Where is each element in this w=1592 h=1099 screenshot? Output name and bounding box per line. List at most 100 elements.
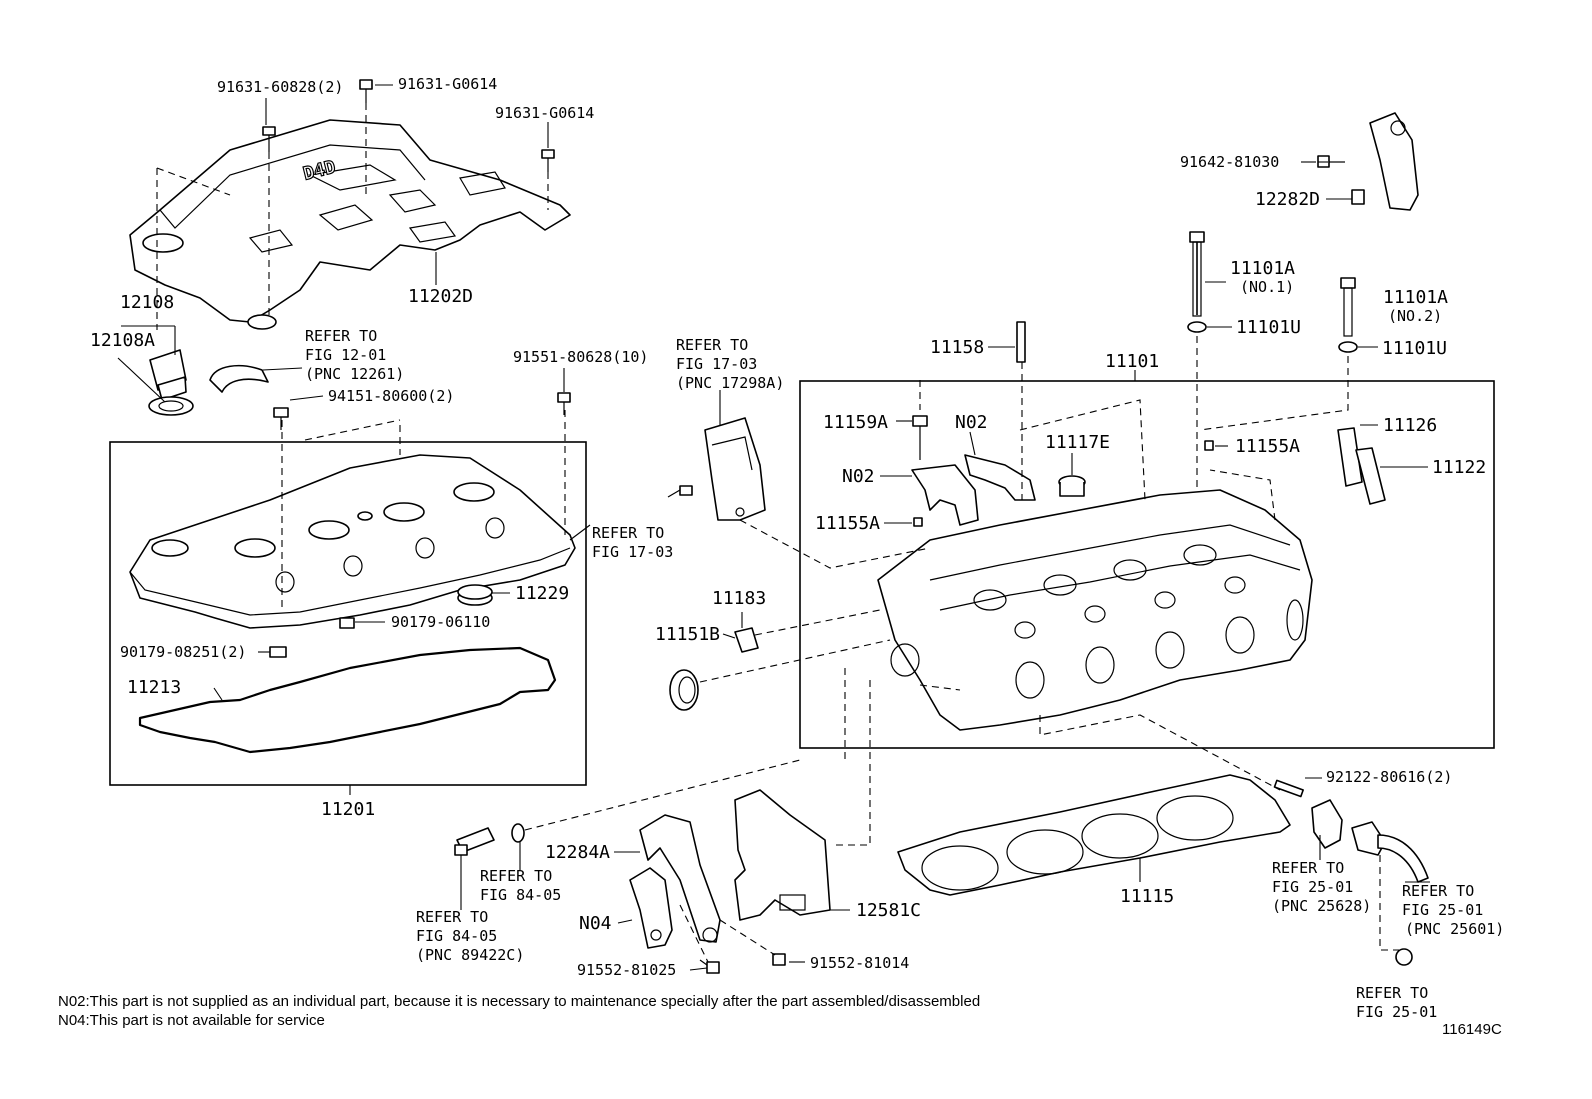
bolt-icon bbox=[1395, 948, 1413, 966]
timing-cover-12581c bbox=[734, 789, 831, 921]
gasket-25628 bbox=[1311, 799, 1343, 849]
label-11213: 11213 bbox=[127, 677, 181, 698]
egr-pipe bbox=[1351, 821, 1429, 883]
label-n02-a: N02 bbox=[955, 412, 988, 433]
label-n04: N04 bbox=[579, 913, 612, 934]
oil-seal-11151b bbox=[669, 669, 699, 711]
label-11101a-no2-sub: (NO.2) bbox=[1388, 307, 1442, 325]
bolt-icon bbox=[262, 79, 555, 172]
label-91552-81025: 91552-81025 bbox=[577, 961, 676, 979]
dowel-pin-icon bbox=[1204, 440, 1214, 451]
label-refer-25-01a-line3: (PNC 25628) bbox=[1272, 897, 1371, 915]
label-91552-81014: 91552-81014 bbox=[810, 954, 909, 972]
label-11201: 11201 bbox=[321, 799, 375, 820]
label-11115: 11115 bbox=[1120, 886, 1174, 907]
label-91631-g0614-b: 91631-G0614 bbox=[495, 104, 594, 122]
label-12284a: 12284A bbox=[545, 842, 610, 863]
label-11158: 11158 bbox=[930, 337, 984, 358]
label-12282d: 12282D bbox=[1255, 189, 1320, 210]
label-90179-06110: 90179-06110 bbox=[391, 613, 490, 631]
label-refer-25-01b-line1: REFER TO bbox=[1402, 882, 1474, 900]
breather-hose bbox=[209, 364, 269, 393]
bolt-icon bbox=[912, 415, 928, 460]
bolt-icon bbox=[667, 485, 693, 498]
label-12108: 12108 bbox=[120, 292, 174, 313]
bolt-icon bbox=[699, 953, 786, 974]
bracket-12284a bbox=[639, 814, 721, 943]
label-12108a: 12108A bbox=[90, 330, 155, 351]
label-refer-17-03a-line1: REFER TO bbox=[676, 336, 748, 354]
label-11122: 11122 bbox=[1432, 457, 1486, 478]
head-cover-gasket-11213 bbox=[138, 646, 557, 754]
label-91631-60828: 91631-60828(2) bbox=[217, 78, 343, 96]
label-refer-25-01b-line2: FIG 25-01 bbox=[1402, 901, 1483, 919]
gasket-ring-icon bbox=[511, 823, 525, 843]
head-bolt-11101a-no2 bbox=[1338, 277, 1358, 353]
figure-id: 116149C bbox=[1442, 1021, 1502, 1038]
label-refer-25-01a-line1: REFER TO bbox=[1272, 859, 1344, 877]
label-91642-81030: 91642-81030 bbox=[1180, 153, 1279, 171]
oil-filler-cap-12108 bbox=[148, 349, 194, 416]
label-11101: 11101 bbox=[1105, 351, 1159, 372]
label-11101a-no2: 11101A bbox=[1383, 287, 1448, 308]
label-refer-25-01c-line2: FIG 25-01 bbox=[1356, 1003, 1437, 1021]
label-11126: 11126 bbox=[1383, 415, 1437, 436]
label-refer-17-03b-line1: REFER TO bbox=[592, 524, 664, 542]
note-n02: N02:This part is not supplied as an indi… bbox=[58, 993, 980, 1010]
label-refer-25-01a-line2: FIG 25-01 bbox=[1272, 878, 1353, 896]
camshaft-bearing-cap-n02-b bbox=[964, 454, 1036, 501]
grommet-11229 bbox=[457, 584, 493, 606]
cylinder-head-cover-11201 bbox=[129, 454, 576, 629]
label-refer-25-01c-line1: REFER TO bbox=[1356, 984, 1428, 1002]
dowel-pin-icon bbox=[913, 517, 923, 527]
label-11151b: 11151B bbox=[655, 624, 720, 645]
label-refer-12-01-line2: FIG 12-01 bbox=[305, 346, 386, 364]
label-91631-g0614-a: 91631-G0614 bbox=[398, 75, 497, 93]
part-labels: 91631-60828(2) 91631-G0614 91631-G0614 9… bbox=[90, 75, 1504, 1021]
label-11117e: 11117E bbox=[1045, 432, 1110, 453]
label-refer-12-01-line3: (PNC 12261) bbox=[305, 365, 404, 383]
label-refer-84-05a-line1: REFER TO bbox=[480, 867, 552, 885]
leader-lines bbox=[117, 84, 1430, 971]
label-11155a-right: 11155A bbox=[1235, 436, 1300, 457]
bolt-icon bbox=[273, 392, 571, 430]
valve-guide-11126 bbox=[1337, 427, 1363, 487]
label-12581c: 12581C bbox=[856, 900, 921, 921]
note-n04: N04:This part is not available for servi… bbox=[58, 1012, 325, 1029]
label-11183: 11183 bbox=[712, 588, 766, 609]
label-refer-12-01-line1: REFER TO bbox=[305, 327, 377, 345]
cylinder-head-group-box bbox=[799, 380, 1495, 749]
label-refer-17-03a-line2: FIG 17-03 bbox=[676, 355, 757, 373]
clip-icon bbox=[269, 646, 287, 658]
label-refer-17-03b-line2: FIG 17-03 bbox=[592, 543, 673, 561]
lifting-bracket-12282d bbox=[1351, 112, 1419, 211]
label-11155a-left: 11155A bbox=[815, 513, 880, 534]
bracket-n04 bbox=[629, 867, 673, 949]
valve-guide-11122 bbox=[1355, 447, 1386, 505]
engine-cover-11202d: D4D bbox=[129, 119, 571, 330]
label-11229: 11229 bbox=[515, 583, 569, 604]
label-11159a: 11159A bbox=[823, 412, 888, 433]
semi-circular-plug-11183 bbox=[734, 627, 759, 653]
label-refer-84-05b-line3: (PNC 89422C) bbox=[416, 946, 524, 964]
label-refer-25-01b-line3: (PNC 25601) bbox=[1405, 920, 1504, 938]
temperature-sensor-icon bbox=[454, 827, 495, 856]
camshaft-bearing-cap-n02-a bbox=[911, 464, 979, 526]
label-refer-84-05b-line1: REFER TO bbox=[416, 908, 488, 926]
label-11101a-no1-sub: (NO.1) bbox=[1240, 278, 1294, 296]
label-90179-08251: 90179-08251(2) bbox=[120, 643, 246, 661]
label-refer-84-05a-line2: FIG 84-05 bbox=[480, 886, 561, 904]
cylinder-head-11101 bbox=[877, 489, 1313, 731]
cylinder-head-cover-group-box bbox=[109, 441, 587, 786]
stud-92122 bbox=[1273, 779, 1304, 798]
label-11101u-2: 11101U bbox=[1382, 338, 1447, 359]
stud-bolt-11158 bbox=[1016, 321, 1026, 363]
engine-mount-bracket bbox=[704, 417, 766, 521]
label-n02-b: N02 bbox=[842, 466, 875, 487]
plug-11117e bbox=[1058, 475, 1086, 497]
label-94151-80600: 94151-80600(2) bbox=[328, 387, 454, 405]
label-11101u-1: 11101U bbox=[1236, 317, 1301, 338]
label-11101a-no1: 11101A bbox=[1230, 258, 1295, 279]
clip-icon bbox=[339, 617, 355, 629]
